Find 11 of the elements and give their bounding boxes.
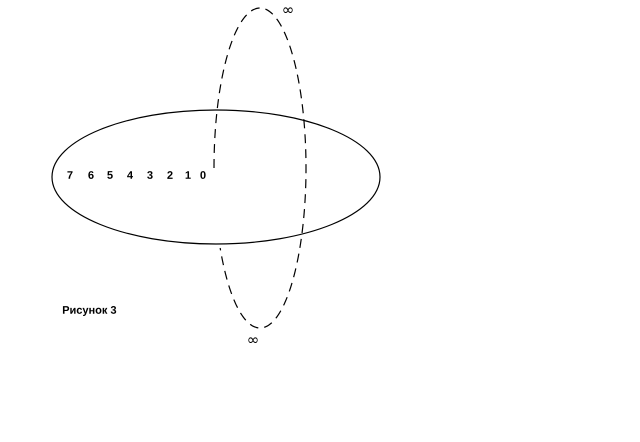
digit-label: 5 <box>107 171 113 179</box>
infinity-label: ∞ <box>283 7 293 13</box>
digit-label: 7 <box>67 171 73 179</box>
digit-label: 4 <box>127 171 133 179</box>
digit-label: 3 <box>147 171 153 179</box>
infinity-label: ∞ <box>248 337 258 343</box>
digit-label: 0 <box>200 171 206 179</box>
digit-label: 1 <box>186 171 191 179</box>
digit-label: 6 <box>88 171 94 179</box>
digit-label: 2 <box>167 171 173 179</box>
caption: Рисунок 3 <box>62 306 116 316</box>
